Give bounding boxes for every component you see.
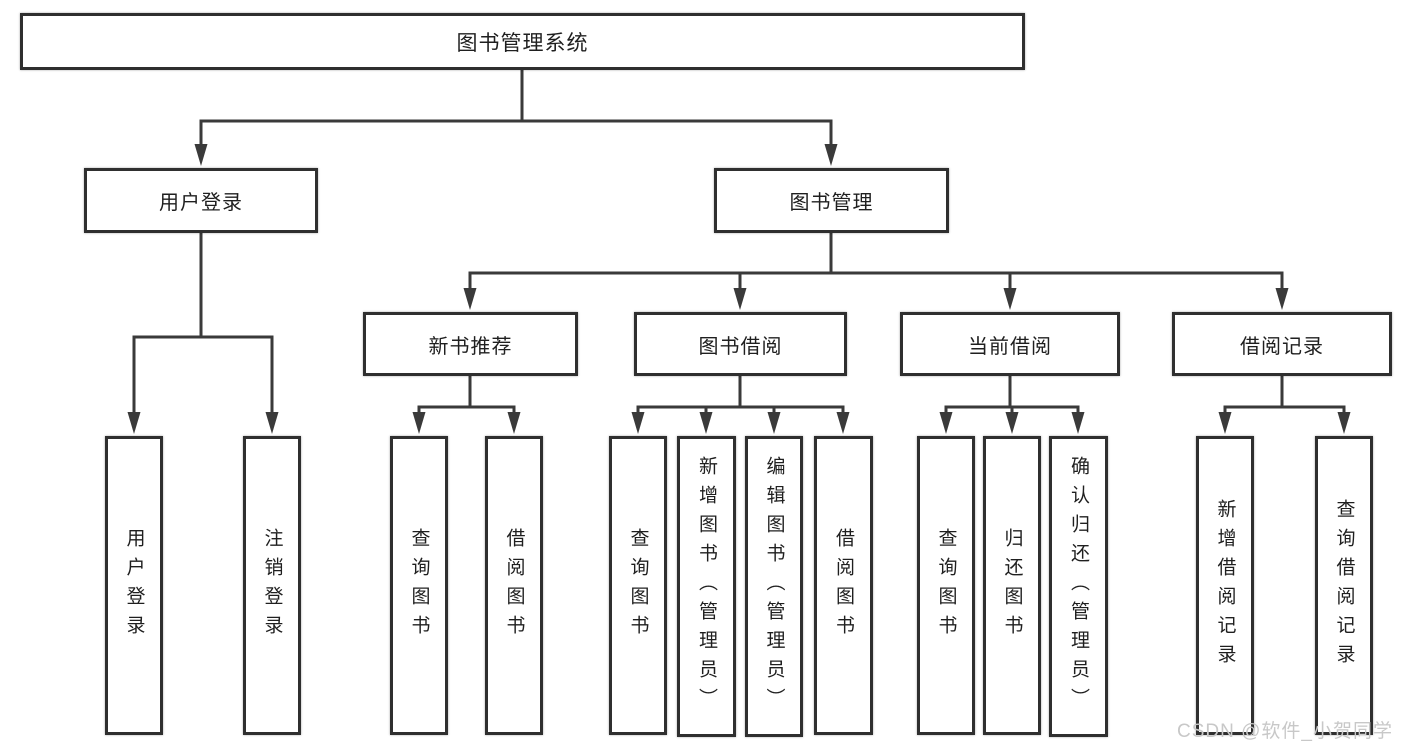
edges-borrow-records-to-leaves: [1218, 376, 1351, 434]
node-leaf-cb-query-books: 查询图书: [917, 436, 975, 735]
node-leaf-user-login: 用户登录: [105, 436, 163, 735]
node-leaf-cb-return-books: 归还图书: [983, 436, 1041, 735]
node-user-login-module: 用户登录: [84, 168, 318, 233]
node-leaf-cb-confirm-return-admin: 确认归还（管理员）: [1049, 436, 1108, 737]
node-leaf-user-login-label: 用户登录: [123, 527, 145, 644]
node-leaf-nb-borrow-books: 借阅图书: [485, 436, 543, 735]
node-new-book-rec-label: 新书推荐: [428, 335, 513, 358]
edges-root-to-level2: [194, 70, 838, 166]
node-leaf-bb-query-books-label: 查询图书: [627, 527, 649, 644]
node-current-borrow: 当前借阅: [900, 312, 1120, 376]
node-leaf-bb-edit-books-admin: 编辑图书（管理员）: [745, 436, 803, 737]
node-root: 图书管理系统: [20, 13, 1025, 70]
node-leaf-nb-query-books: 查询图书: [390, 436, 448, 735]
node-root-label: 图书管理系统: [456, 31, 589, 55]
node-leaf-bb-query-books: 查询图书: [609, 436, 667, 735]
node-leaf-nb-borrow-books-label: 借阅图书: [503, 527, 525, 644]
node-leaf-bb-add-books-admin-label: 新增图书（管理员）: [696, 456, 717, 717]
node-borrow-records: 借阅记录: [1172, 312, 1392, 376]
node-leaf-cb-confirm-return-admin-label: 确认归还（管理员）: [1068, 456, 1089, 717]
edges-book-mgmt-to-level3: [463, 233, 1289, 310]
edges-current-borrow-to-leaves: [939, 376, 1085, 434]
node-leaf-logout-label: 注销登录: [261, 527, 283, 644]
node-leaf-cb-query-books-label: 查询图书: [935, 527, 957, 644]
node-book-mgmt-module-label: 图书管理: [789, 192, 874, 214]
node-leaf-bb-borrow-books: 借阅图书: [814, 436, 873, 735]
node-borrow-records-label: 借阅记录: [1240, 335, 1324, 358]
node-leaf-br-add-record-label: 新增借阅记录: [1214, 498, 1236, 673]
csdn-watermark: CSDN @软件_小贺同学: [1177, 721, 1393, 742]
node-user-login-module-label: 用户登录: [159, 192, 243, 214]
edges-book-borrow-to-leaves: [631, 376, 850, 434]
node-current-borrow-label: 当前借阅: [968, 335, 1052, 358]
node-leaf-bb-borrow-books-label: 借阅图书: [833, 527, 854, 644]
edges-new-book-rec-to-leaves: [412, 376, 521, 434]
node-leaf-nb-query-books-label: 查询图书: [408, 527, 430, 644]
node-book-borrow: 图书借阅: [634, 312, 847, 376]
node-leaf-br-add-record: 新增借阅记录: [1196, 436, 1254, 735]
node-leaf-br-query-record-label: 查询借阅记录: [1333, 498, 1355, 673]
node-leaf-br-query-record: 查询借阅记录: [1315, 436, 1373, 735]
node-leaf-bb-edit-books-admin-label: 编辑图书（管理员）: [763, 456, 785, 717]
node-leaf-cb-return-books-label: 归还图书: [1001, 527, 1023, 644]
node-leaf-logout: 注销登录: [243, 436, 301, 735]
edges-user-login-to-leaves: [127, 233, 279, 434]
node-book-borrow-label: 图书借阅: [698, 335, 783, 358]
node-leaf-bb-add-books-admin: 新增图书（管理员）: [677, 436, 736, 737]
node-new-book-rec: 新书推荐: [363, 312, 578, 376]
node-book-mgmt-module: 图书管理: [714, 168, 949, 233]
